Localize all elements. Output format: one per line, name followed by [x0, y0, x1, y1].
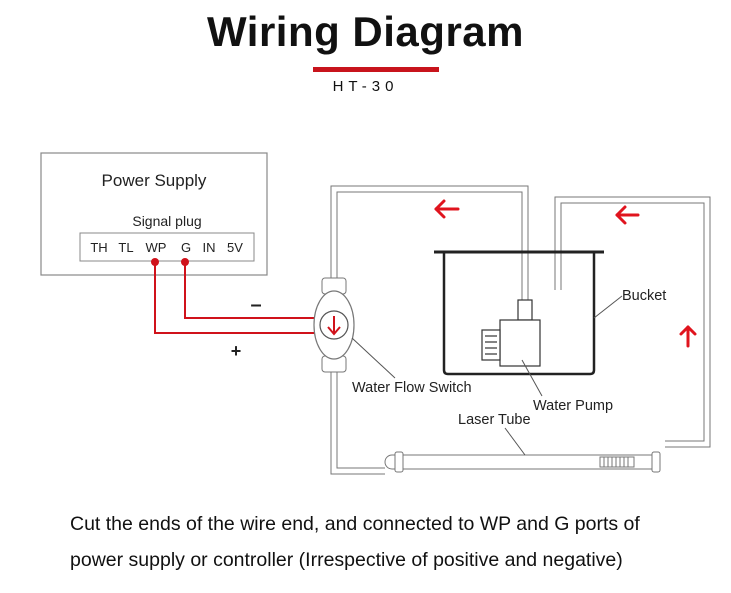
g-connection-dot [181, 258, 189, 266]
water-pump-label: Water Pump [533, 398, 613, 414]
negative-sign: – [250, 294, 261, 316]
caption-line-1: Cut the ends of the wire end, and connec… [70, 513, 640, 535]
flow-switch-leader [351, 337, 396, 379]
page-title: Wiring Diagram [207, 8, 524, 55]
wp-connection-dot [151, 258, 159, 266]
bucket-label: Bucket [622, 288, 666, 304]
water-pump [481, 299, 541, 367]
bucket [434, 250, 604, 376]
caption-line-2: power supply or controller (Irrespective… [70, 549, 623, 571]
positive-sign: + [231, 341, 242, 361]
bucket-leader [593, 295, 623, 319]
signal-plug-box [79, 232, 255, 262]
water-tubing [330, 185, 711, 475]
power-supply-title: Power Supply [102, 171, 207, 190]
flow-arrow-up [679, 325, 697, 348]
flow-arrow-left-1 [434, 199, 460, 219]
pin-tl: TL [118, 240, 133, 255]
signal-wires [154, 262, 320, 334]
pin-th: TH [90, 240, 107, 255]
water-flow-switch-label: Water Flow Switch [352, 380, 472, 396]
signal-plug-label: Signal plug [132, 213, 201, 229]
pin-g: G [181, 240, 191, 255]
title-underline [313, 67, 439, 72]
pump-leader [521, 359, 543, 397]
pin-wp: WP [146, 240, 167, 255]
pin-in: IN [203, 240, 216, 255]
flow-arrow-left-2 [615, 205, 640, 225]
laser-tube-label: Laser Tube [458, 412, 531, 428]
model-number: HT-30 [332, 78, 399, 95]
laser-tube-leader [504, 427, 526, 456]
laser-tube [384, 451, 661, 473]
water-flow-switch [313, 277, 355, 373]
pin-5v: 5V [227, 240, 243, 255]
